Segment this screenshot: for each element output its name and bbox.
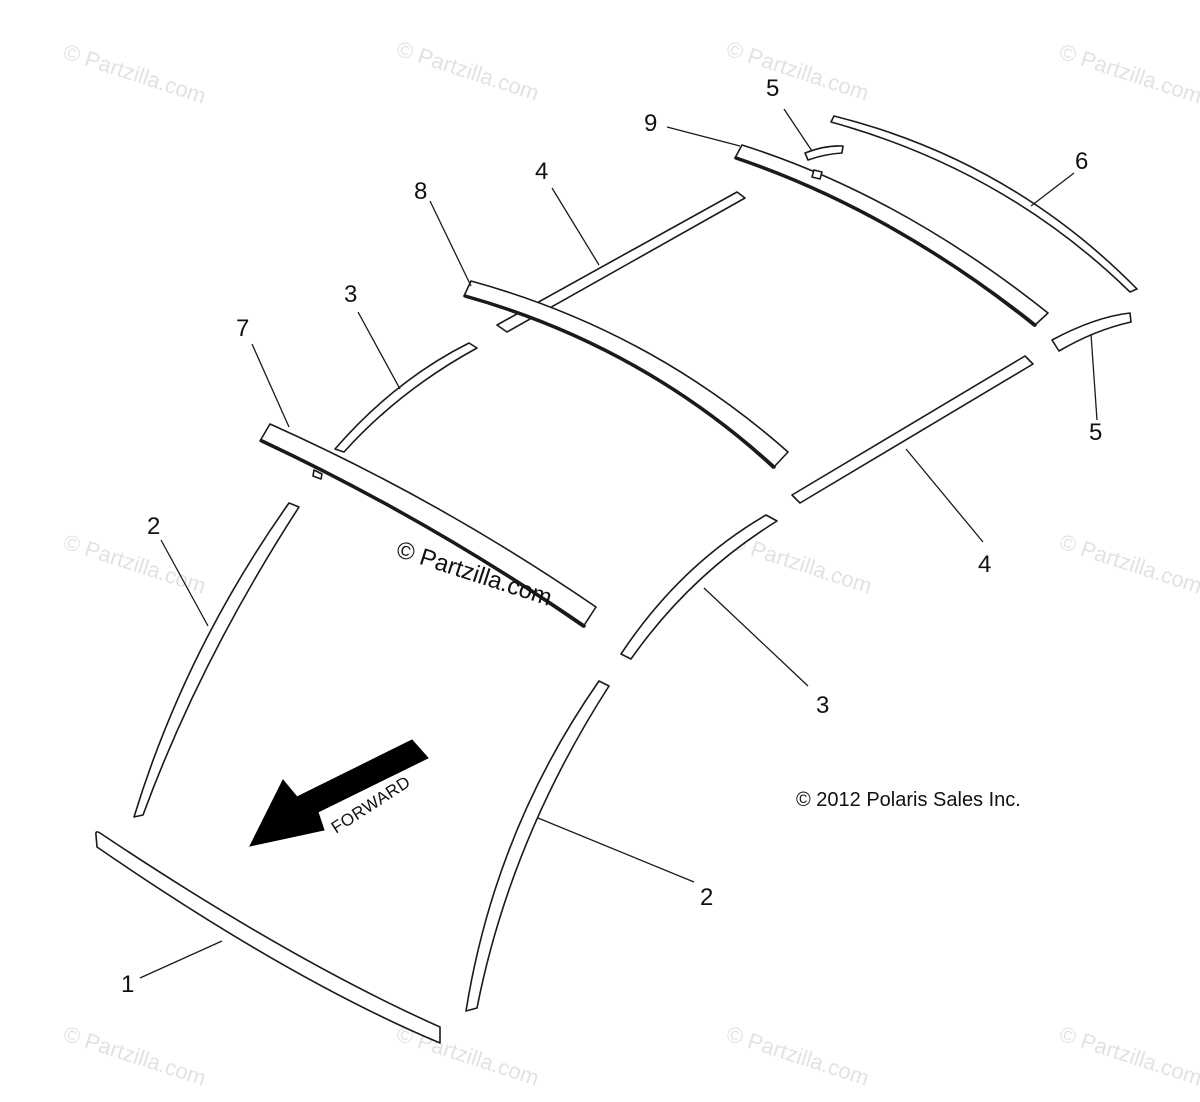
callout-8: 8: [414, 178, 427, 205]
callouts: 1 2 2 3 3 4 4 5 5 6 7 8 9: [121, 75, 1102, 998]
part-3-right-strip: [620, 514, 778, 660]
watermark: © Partzilla.com: [1056, 1021, 1200, 1091]
forward-arrow: FORWARD: [249, 739, 429, 847]
leader-lines: [139, 108, 1098, 979]
callout-6: 6: [1075, 148, 1088, 175]
callout-2: 2: [700, 884, 713, 911]
watermark: © Partzilla.com: [723, 36, 872, 106]
part-2-right-strip: [465, 680, 610, 1012]
part-2-left-strip: [133, 502, 300, 818]
callout-3: 3: [816, 692, 829, 719]
part-5-top-piece: [804, 145, 844, 161]
part-9-cross-strip: [734, 144, 1049, 327]
watermark: © Partzilla.com: [393, 36, 542, 106]
callout-4: 4: [978, 551, 991, 578]
part-4-top-strip: [496, 191, 746, 333]
watermark: © Partzilla.com: [1056, 529, 1200, 599]
callout-7: 7: [236, 315, 249, 342]
copyright-text: © 2012 Polaris Sales Inc.: [796, 789, 1021, 811]
callout-9: 9: [644, 110, 657, 137]
part-7-cross-strip: [259, 423, 597, 628]
callout-5: 5: [1089, 419, 1102, 446]
forward-arrow-icon: [249, 739, 429, 847]
part-5-right-piece: [1051, 312, 1132, 352]
watermark: © Partzilla.com: [60, 1021, 209, 1091]
callout-2: 2: [147, 513, 160, 540]
part-3-left-strip: [334, 342, 478, 453]
watermark: © Partzilla.com: [723, 1021, 872, 1091]
watermark: © Partzilla.com: [60, 39, 209, 109]
callout-4: 4: [535, 158, 548, 185]
part-1-strip: [95, 831, 441, 1044]
callout-3: 3: [344, 281, 357, 308]
callout-5: 5: [766, 75, 779, 102]
callout-1: 1: [121, 971, 134, 998]
part-8-cross-strip: [463, 280, 789, 469]
watermark: © Partzilla.com: [1056, 39, 1200, 109]
part-4-right-strip: [791, 355, 1034, 504]
part-6-rear-strip: [830, 115, 1138, 293]
